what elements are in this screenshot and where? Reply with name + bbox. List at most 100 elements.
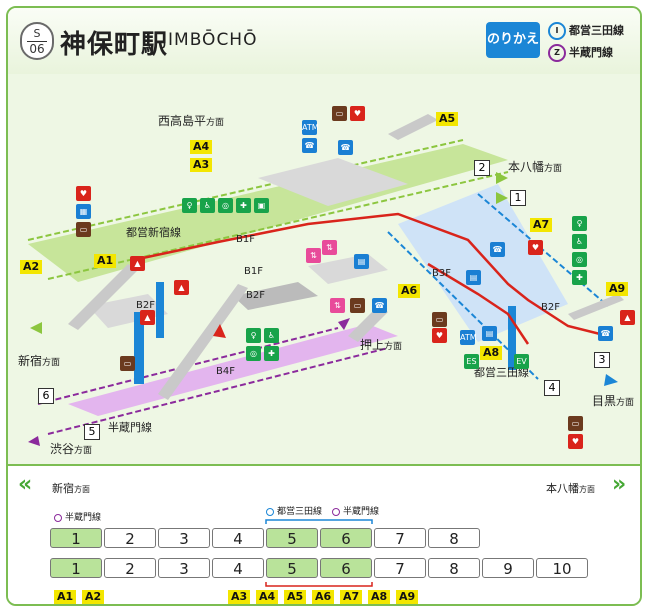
label-text: 半蔵門線	[343, 507, 380, 517]
dir-suffix: 方面	[74, 485, 90, 494]
ostomate-icon-b4f: ✚	[264, 346, 279, 361]
transfer-header: のりかえ	[486, 22, 540, 58]
shinjuku-track-lower	[47, 171, 509, 280]
dir-name: 本八幡	[508, 160, 545, 174]
station-diagram: 西高島平方面 本八幡方面 新宿方面 押上方面 渋谷方面 目黒方面 都営新宿線 半…	[8, 74, 640, 464]
station-name-en: JIMBŌCHŌ	[162, 30, 258, 50]
dir-name: 本八幡	[546, 482, 579, 495]
car-exit-a4: A4	[256, 590, 279, 604]
dir-suffix: 方面	[616, 398, 635, 408]
exit-a3[interactable]: A3	[190, 158, 213, 172]
floor-b4f: B4F	[216, 366, 235, 377]
mita-line-platform	[398, 184, 568, 342]
dir-meguro: 目黒方面	[592, 392, 634, 409]
dir-oshiage: 押上方面	[360, 336, 402, 353]
elevator-icon: ⇅	[306, 248, 321, 263]
dir-shibuya: 渋谷方面	[50, 440, 92, 457]
floor-b3f: B3F	[432, 268, 451, 279]
line-letter: S	[33, 27, 41, 40]
car-exit-a9: A9	[396, 590, 419, 604]
label-text: 都営三田線	[277, 507, 323, 517]
platform-1: 1	[510, 190, 526, 206]
label-mita-line: 都営三田線	[474, 366, 529, 379]
dir-suffix: 方面	[42, 358, 61, 368]
dir-suffix: 方面	[206, 118, 225, 128]
dir-name: 押上	[360, 338, 385, 352]
ticket-machine-icon: ▤	[354, 254, 369, 269]
stairs-west	[68, 264, 138, 330]
exit-a9[interactable]: A9	[606, 282, 629, 296]
exit-a4[interactable]: A4	[190, 140, 213, 154]
phone-icon-center: ☎	[372, 298, 387, 313]
exit-a5[interactable]: A5	[436, 112, 459, 126]
stairs-a9	[568, 294, 624, 320]
locker-icon-meguro: ▭	[568, 416, 583, 431]
row1-car-2: 2	[104, 528, 156, 548]
row1-car-3: 3	[158, 528, 210, 548]
ticket-icon-mita-2: ▤	[482, 326, 497, 341]
station-diagram-graphic	[27, 114, 624, 446]
row1-car-1: 1	[50, 528, 102, 548]
exit-a8[interactable]: A8	[480, 346, 503, 360]
mita-circle-icon	[266, 507, 274, 516]
row1-car-5: 5	[266, 528, 318, 548]
car-position-guide: « 新宿方面 本八幡方面 » 半蔵門線 都営三田線 半蔵門線 1 2 3 4 5…	[8, 464, 640, 604]
hanzomon-marker-label-2: 半蔵門線	[332, 504, 379, 517]
exit-a6[interactable]: A6	[398, 284, 421, 298]
locker-icon-b4f: ▭	[120, 356, 135, 371]
floor-b2f-west: B2F	[136, 300, 155, 311]
left-chevron-icon: «	[18, 472, 33, 497]
ostomate-icon-mita: ✚	[572, 270, 587, 285]
car-exit-a1: A1	[54, 590, 77, 604]
car-exit-a6: A6	[312, 590, 335, 604]
dir-suffix: 方面	[384, 342, 403, 352]
baby-room-icon: ◎	[218, 198, 233, 213]
stairs-b4f	[158, 284, 248, 400]
arrow-oshiage-icon	[338, 318, 350, 330]
row2-car-6: 6	[320, 558, 372, 578]
escalator-icon: ES	[464, 354, 479, 369]
phone-icon-mita: ☎	[490, 242, 505, 257]
platform-5: 5	[84, 424, 100, 440]
accessible-toilet-icon-mita: ♿	[572, 234, 587, 249]
aed-icon-meguro: ♥	[568, 434, 583, 449]
b2f-east-block	[233, 282, 318, 310]
accessible-toilet-icon-b4f: ♿	[264, 328, 279, 343]
shinjuku-track-upper	[27, 139, 464, 241]
bottom-dir-motoyawata: 本八幡方面	[546, 480, 595, 496]
stairs-a6	[348, 306, 388, 342]
restroom-icon: ▣	[254, 198, 269, 213]
elevator-shaft-b2f	[156, 282, 164, 338]
exit-a7[interactable]: A7	[530, 218, 553, 232]
car-exit-a7: A7	[340, 590, 363, 604]
wheelchair-lift-icon-2: ▲	[174, 280, 189, 295]
dir-name: 新宿	[18, 354, 43, 368]
row2-car-9: 9	[482, 558, 534, 578]
platform-2: 2	[474, 160, 490, 176]
concourse-north	[258, 158, 408, 206]
elevator-icon-3: ⇅	[330, 298, 345, 313]
exit-a2[interactable]: A2	[20, 260, 43, 274]
toilet-icon-b4f: ♀	[246, 328, 261, 343]
row1-car-6: 6	[320, 528, 372, 548]
exit-a1[interactable]: A1	[94, 254, 117, 268]
elevator-shaft-west	[134, 312, 144, 384]
car-exit-a5: A5	[284, 590, 307, 604]
transfer-route-mita-platform	[427, 262, 530, 345]
label-shinjuku-line: 都営新宿線	[126, 226, 181, 239]
row2-car-4: 4	[212, 558, 264, 578]
aed-icon-west: ♥	[76, 186, 91, 201]
concourse-west	[88, 294, 168, 328]
mita-track-right	[477, 193, 609, 307]
dir-suffix: 方面	[544, 164, 563, 174]
toilet-icon: ♀	[182, 198, 197, 213]
right-chevron-icon: »	[612, 472, 627, 497]
elevator-icon-2: ⇅	[322, 240, 337, 255]
exit-bracket	[265, 582, 373, 587]
transfer-route-shinjuku-mita	[137, 212, 609, 338]
row2-car-5: 5	[266, 558, 318, 578]
